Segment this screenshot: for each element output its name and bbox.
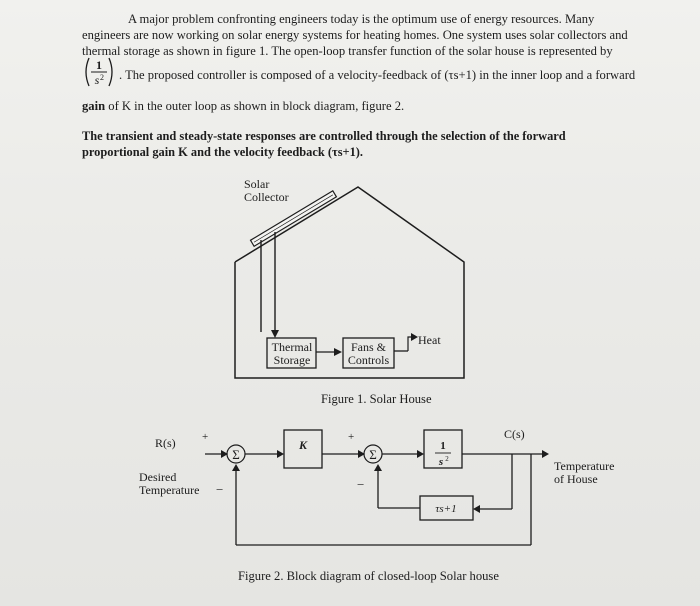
paragraph-controller-line-1: . The proposed controller is composed of… [119, 68, 636, 82]
responses-line-2: proportional gain K and the velocity fee… [82, 145, 364, 159]
heat-label: Heat [418, 333, 441, 347]
paragraph-intro: A major problem confronting engineers to… [82, 11, 672, 59]
transfer-function: 1 s 2 [85, 57, 113, 87]
thermal-storage-label: Thermal Storage [271, 340, 313, 367]
desired-temperature-label: Desired Temperature [139, 470, 200, 497]
gain-label: K [298, 438, 308, 452]
sum1-symbol: Σ [232, 447, 240, 462]
minus-sign-2: − [357, 477, 364, 492]
intro-line-1: A major problem confronting engineers to… [128, 12, 595, 26]
tf-denominator: s [95, 73, 100, 87]
plant-numerator: 1 [440, 440, 446, 452]
plant-denominator: s [438, 456, 443, 468]
minus-sign-1: − [216, 482, 223, 497]
figure-1-caption: Figure 1. Solar House [321, 392, 432, 406]
intro-line-3: thermal storage as shown in figure 1. Th… [82, 44, 613, 58]
solar-collector-label: Solar Collector [244, 177, 289, 204]
sum2-symbol: Σ [369, 447, 377, 462]
output-label: C(s) [504, 427, 525, 441]
house-temperature-label: Temperature of House [554, 459, 615, 486]
fans-controls-label: Fans & Controls [347, 340, 390, 367]
gain-block [283, 429, 323, 469]
tf-numerator: 1 [96, 58, 102, 72]
responses-line-1: The transient and steady-state responses… [82, 129, 566, 143]
tf-exponent: 2 [100, 73, 104, 82]
paragraph-responses: The transient and steady-state responses… [82, 128, 672, 160]
paragraph-controller-line-2: gain of K in the outer loop as shown in … [82, 99, 405, 113]
plant-block [423, 429, 463, 469]
house-outline [234, 186, 465, 379]
thermal-storage-box [266, 337, 317, 369]
plus-sign-1: + [202, 431, 208, 443]
input-label: R(s) [155, 436, 176, 450]
feedback-label: τs+1 [435, 503, 456, 515]
fans-controls-box [342, 337, 395, 369]
plus-sign-2: + [348, 431, 354, 443]
solar-collector-panel [249, 189, 338, 248]
figure-2-caption: Figure 2. Block diagram of closed-loop S… [238, 569, 499, 583]
plant-exponent: 2 [445, 455, 449, 463]
intro-line-2: engineers are now working on solar energ… [82, 28, 628, 42]
